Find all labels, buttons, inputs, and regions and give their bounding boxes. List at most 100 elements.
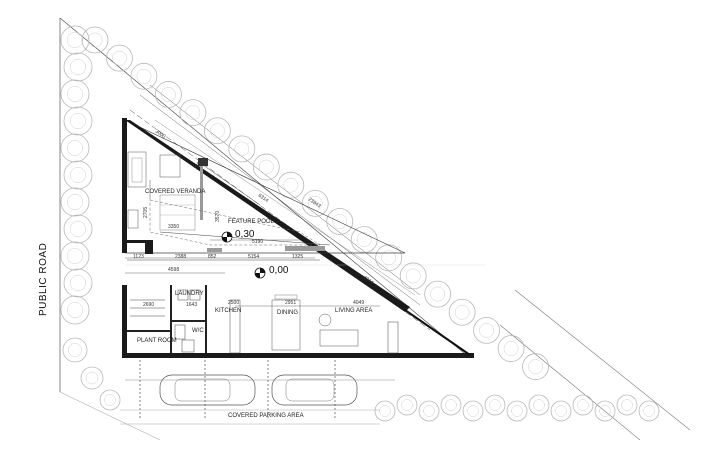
- tree-icon: [63, 214, 93, 244]
- tree-icon: [258, 159, 274, 175]
- tree-icon: [60, 295, 90, 325]
- tree-icon: [63, 106, 93, 136]
- tree-icon: [396, 394, 418, 416]
- tree-icon: [277, 171, 305, 199]
- dim-3570: 3570: [215, 211, 221, 222]
- tree-icon: [621, 399, 633, 411]
- tree-icon: [594, 400, 616, 422]
- tree-icon: [572, 394, 594, 416]
- tree-icon: [136, 68, 152, 84]
- dim-852: 852: [208, 254, 217, 260]
- tree-icon: [489, 399, 501, 411]
- dim-2951: 2951: [285, 300, 296, 306]
- tree-icon: [462, 400, 484, 422]
- public-road-label: PUBLIC ROAD: [38, 243, 49, 316]
- tree-icon: [63, 268, 93, 298]
- interior-walls: [127, 285, 399, 354]
- tree-icon: [106, 44, 133, 72]
- tree-icon: [356, 232, 372, 248]
- tree-icon: [467, 405, 479, 417]
- tree-icon: [112, 50, 127, 66]
- dim-2690: 2690: [143, 302, 154, 308]
- tree-icon: [375, 244, 403, 272]
- tree-icon: [234, 141, 250, 157]
- tree-icon: [577, 399, 589, 411]
- dim-4049: 4049: [353, 300, 364, 306]
- dim-2705: 2705: [143, 207, 149, 218]
- tree-icon: [252, 153, 280, 181]
- dim-1325: 1325: [292, 254, 303, 260]
- dim-3000: 3000: [154, 129, 167, 140]
- tree-icon: [60, 241, 90, 271]
- tree-icon: [130, 62, 158, 90]
- tree-icon: [63, 160, 93, 190]
- tree-icon: [68, 343, 82, 357]
- tree-icon: [70, 167, 86, 183]
- tree-icon: [479, 323, 495, 338]
- level-upper-label: 0,30: [235, 229, 255, 240]
- tree-icon: [85, 371, 99, 385]
- level-datum-icon: [221, 231, 233, 243]
- car-icon: [159, 374, 256, 406]
- tree-icon: [616, 394, 638, 416]
- tree-icon: [67, 194, 83, 210]
- tree-icon: [599, 405, 611, 417]
- parking-area: [120, 360, 380, 425]
- tree-icon: [445, 399, 457, 411]
- tree-icon: [399, 262, 427, 290]
- tree-icon: [228, 135, 256, 163]
- dimension-lines: [125, 119, 485, 381]
- tree-icon: [326, 208, 354, 235]
- tree-icon: [104, 394, 116, 406]
- tree-icon: [379, 405, 391, 417]
- dim-4044: 4044: [362, 275, 375, 286]
- dim-1800: 1800: [193, 158, 204, 171]
- tree-icon: [179, 99, 207, 126]
- covered-parking-label: COVERED PARKING AREA: [228, 413, 304, 419]
- tree-icon: [418, 400, 440, 422]
- tree-icon: [424, 280, 452, 308]
- tree-icon: [161, 87, 176, 102]
- laundry-label: LAUNDRY: [175, 291, 204, 297]
- tree-icon: [283, 177, 299, 193]
- tree-icon: [67, 86, 83, 102]
- dim-1643: 1643: [186, 302, 197, 308]
- dim-6314: 6314: [257, 193, 270, 204]
- tree-icon: [67, 302, 83, 318]
- tree-icon: [63, 52, 93, 82]
- tree-icon: [497, 335, 525, 362]
- level-lower-label: 0,00: [269, 265, 289, 276]
- tree-icon: [155, 81, 182, 108]
- tree-icon: [81, 26, 109, 54]
- tree-icon: [80, 366, 104, 390]
- dim-1123: 1123: [133, 254, 144, 260]
- tree-icon: [67, 32, 83, 48]
- tree-icon: [60, 133, 90, 163]
- tree-icon: [203, 117, 231, 145]
- wc-label: W/C: [192, 328, 204, 334]
- dim-2388: 2388: [175, 254, 186, 260]
- tree-icon: [70, 221, 86, 237]
- covered-veranda-label: COVERED VERANDA: [145, 189, 205, 195]
- dining-label: DINING: [277, 310, 298, 316]
- feature-pool-label: FEATURE POOL: [228, 219, 275, 225]
- tree-icon: [511, 405, 523, 417]
- veranda-furniture: [127, 151, 196, 231]
- dim-5154: 5154: [248, 254, 259, 260]
- tree-icon: [67, 248, 83, 264]
- tree-icon: [60, 79, 90, 109]
- tree-icon: [528, 394, 550, 416]
- tree-icon: [454, 304, 470, 320]
- tree-icon: [484, 394, 506, 416]
- house-outline: [122, 118, 474, 358]
- plant-room-label: PLANT ROOM: [137, 338, 177, 344]
- tree-icon: [70, 59, 86, 75]
- tree-icon: [506, 400, 528, 422]
- tree-icon: [209, 123, 225, 139]
- living-area-label: LIVING AREA: [335, 308, 372, 314]
- tree-icon: [533, 399, 545, 411]
- tree-icon: [448, 298, 476, 326]
- tree-icon: [67, 140, 83, 156]
- site-boundary: [59, 17, 691, 441]
- dim-3350: 3350: [168, 224, 179, 230]
